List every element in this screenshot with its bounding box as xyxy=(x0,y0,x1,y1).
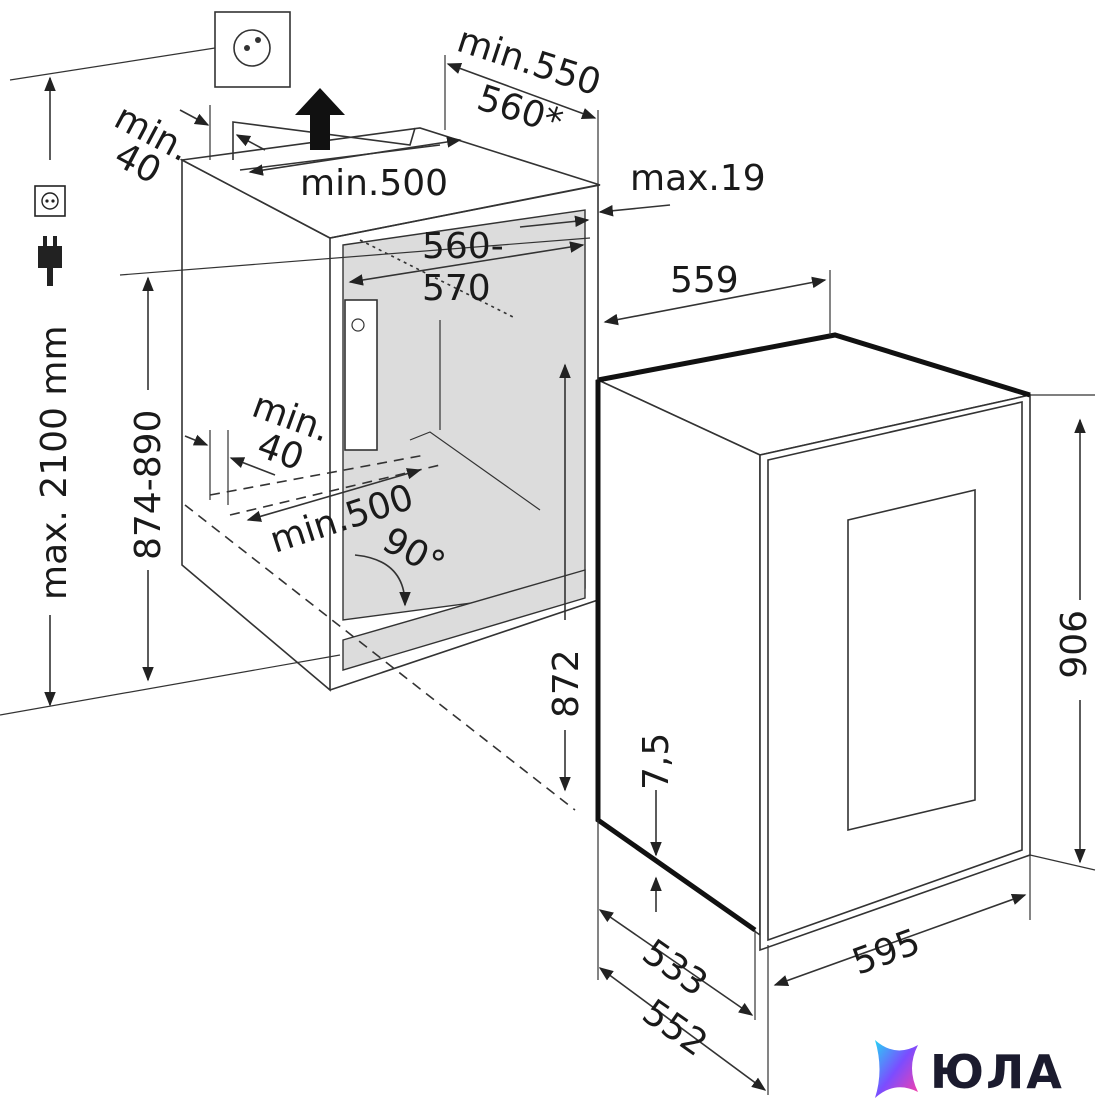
label-906: 906 xyxy=(1051,610,1092,679)
label-560-570-a: 560- xyxy=(422,226,504,267)
label-560-570-b: 570 xyxy=(422,268,491,309)
wall-socket-icon xyxy=(214,11,291,88)
airflow-arrow-icon xyxy=(295,88,345,150)
label-559: 559 xyxy=(670,260,739,301)
label-max2100: max. 2100 mm xyxy=(34,325,75,600)
label-874-890: 874-890 xyxy=(128,410,169,560)
brand-logo: ЮЛА xyxy=(875,1040,1064,1099)
label-min500-top: min.500 xyxy=(300,163,448,204)
socket-icon xyxy=(34,185,66,217)
plug-icon xyxy=(38,236,62,286)
label-7-5: 7,5 xyxy=(636,733,677,790)
label-max19: max.19 xyxy=(630,158,766,199)
logo-star-icon xyxy=(875,1040,918,1098)
logo-text: ЮЛА xyxy=(930,1045,1064,1099)
wine-cooler-appliance xyxy=(595,332,1034,952)
label-595: 595 xyxy=(847,921,926,983)
dimension-lines xyxy=(0,47,1096,1095)
label-872: 872 xyxy=(546,649,587,718)
